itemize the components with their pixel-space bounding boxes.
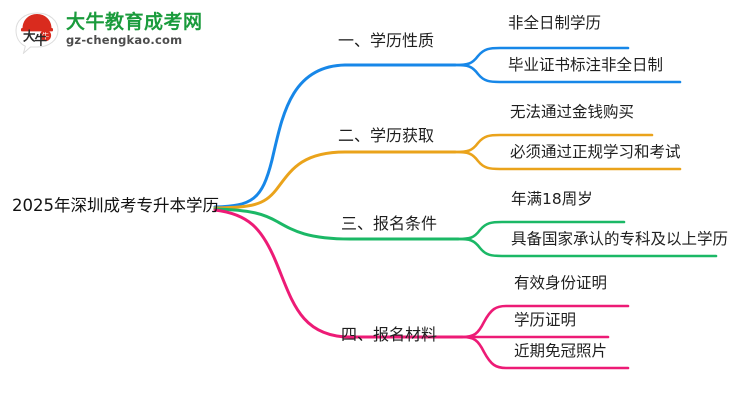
svg-text:牛: 牛 <box>42 32 50 41</box>
svg-text:牛: 牛 <box>35 33 48 48</box>
branch-connector-2 <box>213 133 682 210</box>
svg-text:大: 大 <box>23 29 36 44</box>
leaf-label-3-1[interactable]: 年满18周岁 <box>511 190 593 208</box>
branch-connector-3 <box>213 207 718 258</box>
branch-label-3[interactable]: 三、报名条件 <box>341 214 438 233</box>
leaf-label-4-2[interactable]: 学历证明 <box>514 311 577 329</box>
branch-connector-1 <box>213 46 682 209</box>
branch-connector-4 <box>213 208 630 370</box>
branch-label-1[interactable]: 一、学历性质 <box>338 31 435 50</box>
leaf-label-4-1[interactable]: 有效身份证明 <box>514 274 608 292</box>
leaf-label-2-1[interactable]: 无法通过金钱购买 <box>510 103 635 121</box>
branch-label-4[interactable]: 四、报名材料 <box>341 325 438 344</box>
logo-brand-name: 大牛教育成考网 <box>66 11 203 33</box>
logo-mark-icon: 牛 大 牛 <box>15 12 59 54</box>
logo-url: gz-chengkao.com <box>66 33 183 47</box>
logo-text-block: 大牛教育成考网 gz-chengkao.com <box>66 11 203 48</box>
leaf-label-3-2[interactable]: 具备国家承认的专科及以上学历 <box>511 230 729 248</box>
site-logo[interactable]: 牛 大 牛 大牛教育成考网 gz-chengkao.com <box>14 8 203 56</box>
leaf-label-2-2[interactable]: 必须通过正规学习和考试 <box>510 143 681 161</box>
leaf-label-1-2[interactable]: 毕业证书标注非全日制 <box>508 56 664 74</box>
leaf-label-1-1[interactable]: 非全日制学历 <box>508 14 602 32</box>
center-topic-label[interactable]: 2025年深圳成考专升本学历 <box>12 196 219 215</box>
branch-label-2[interactable]: 二、学历获取 <box>338 126 435 145</box>
leaf-label-4-3[interactable]: 近期免冠照片 <box>514 342 608 360</box>
